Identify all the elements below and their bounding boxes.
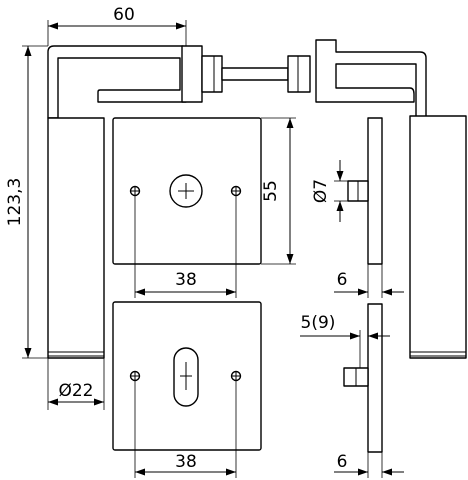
dim-label-123-3: 123,3 <box>5 178 25 227</box>
dim-label-5-9: 5(9) <box>301 313 336 333</box>
left-lever-arm <box>47 45 187 119</box>
dim-label-38-top: 38 <box>175 270 197 290</box>
right-grip <box>409 115 467 359</box>
left-grip <box>47 117 105 359</box>
dim-label-55: 55 <box>261 180 281 202</box>
side-plate-top <box>347 117 383 265</box>
left-lever-handle <box>47 45 289 359</box>
dim-screw-spacing-top: 38 <box>134 196 237 298</box>
dim-label-6-top: 6 <box>337 270 348 290</box>
dim-plate-height: 55 <box>261 117 296 265</box>
dim-overall-height: 123,3 <box>5 45 48 359</box>
side-plate-bottom-body <box>367 303 383 453</box>
dim-grip-diameter: Ø22 <box>47 358 105 410</box>
right-rose-collar <box>287 55 311 93</box>
dim-label-60: 60 <box>113 5 135 25</box>
right-lever-handle <box>287 39 467 359</box>
left-lever-neck <box>181 45 203 103</box>
spindle <box>221 67 289 81</box>
dim-plate-thickness-bottom: 6 <box>334 452 404 478</box>
dim-label-d7: Ø7 <box>311 179 331 203</box>
dim-label-38-bottom: 38 <box>175 452 197 472</box>
dim-screw-spacing-bottom: 38 <box>134 381 237 478</box>
left-rose-collar <box>201 55 223 93</box>
dim-label-6-bottom: 6 <box>337 452 348 472</box>
side-plate-top-body <box>367 117 383 265</box>
rose-plate-top <box>112 117 262 265</box>
right-lever-arm <box>315 39 427 119</box>
dim-handle-length: 60 <box>47 5 187 46</box>
side-plate-bottom <box>343 303 383 453</box>
dim-key-offset: 5(9) <box>300 313 390 368</box>
dim-plate-thickness-top: 6 <box>334 264 404 298</box>
key-plate-bottom <box>112 301 262 451</box>
dim-label-d22: Ø22 <box>58 381 93 401</box>
dim-spindle-diameter: Ø7 <box>311 160 348 222</box>
